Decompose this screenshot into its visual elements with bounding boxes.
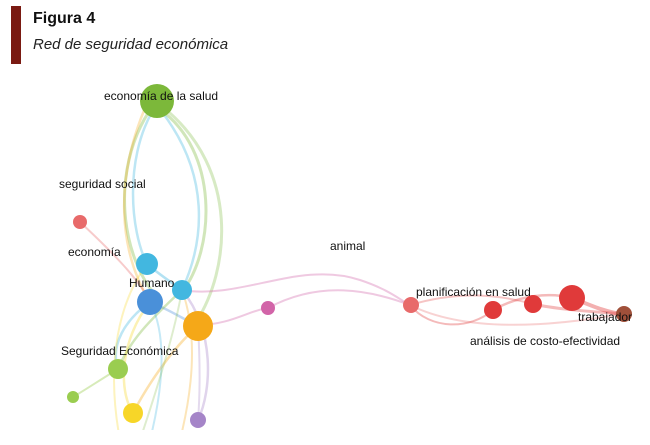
node-costo-efectividad-1[interactable]: [484, 301, 502, 319]
edge: [409, 304, 494, 326]
node-economia-salud[interactable]: [140, 84, 174, 118]
node-trabajador[interactable]: [616, 306, 632, 322]
label-costo-efectividad: análisis de costo-efectividad: [470, 334, 620, 348]
node-purple[interactable]: [190, 412, 206, 428]
label-seguridad-economica: Seguridad Económica: [61, 344, 179, 358]
node-humano[interactable]: [137, 289, 163, 315]
node-economia[interactable]: [136, 253, 158, 275]
nodes: [67, 84, 632, 428]
edge: [122, 106, 152, 304]
node-yellow[interactable]: [123, 403, 143, 423]
edge: [131, 110, 154, 266]
node-seguridad-economica[interactable]: [183, 311, 213, 341]
labels: economía de la salud seguridad social ec…: [59, 89, 632, 358]
label-economia: economía: [68, 245, 121, 259]
figure-subtitle: Red de seguridad económica: [33, 36, 229, 53]
edge: [162, 106, 224, 324]
label-economia-salud: economía de la salud: [104, 89, 218, 103]
label-seguridad-social: seguridad social: [59, 177, 146, 191]
node-green-tiny[interactable]: [67, 391, 79, 403]
edge: [267, 289, 411, 309]
label-trabajador: trabajador: [578, 310, 632, 324]
edge: [142, 289, 183, 430]
figure-accent-bar: [11, 6, 21, 64]
edge: [113, 263, 148, 430]
node-humano-small[interactable]: [172, 280, 192, 300]
edge: [156, 106, 208, 294]
edge: [180, 288, 210, 422]
edge: [181, 289, 193, 430]
figure-title: Figura 4: [33, 10, 96, 27]
edge: [409, 304, 623, 326]
edge: [149, 301, 163, 430]
label-planificacion-salud: planificación en salud: [416, 285, 531, 299]
edge: [409, 294, 534, 306]
edges: [72, 106, 624, 430]
node-animal[interactable]: [261, 301, 275, 315]
node-green-small[interactable]: [108, 359, 128, 379]
edge: [181, 273, 411, 306]
edge: [160, 110, 201, 292]
label-humano: Humano: [129, 276, 175, 290]
node-planificacion-salud[interactable]: [403, 297, 419, 313]
edge: [123, 108, 162, 302]
node-costo-efectividad-2[interactable]: [524, 295, 542, 313]
node-red-large[interactable]: [559, 285, 585, 311]
node-seguridad-social[interactable]: [73, 215, 87, 229]
label-animal: animal: [330, 239, 365, 253]
